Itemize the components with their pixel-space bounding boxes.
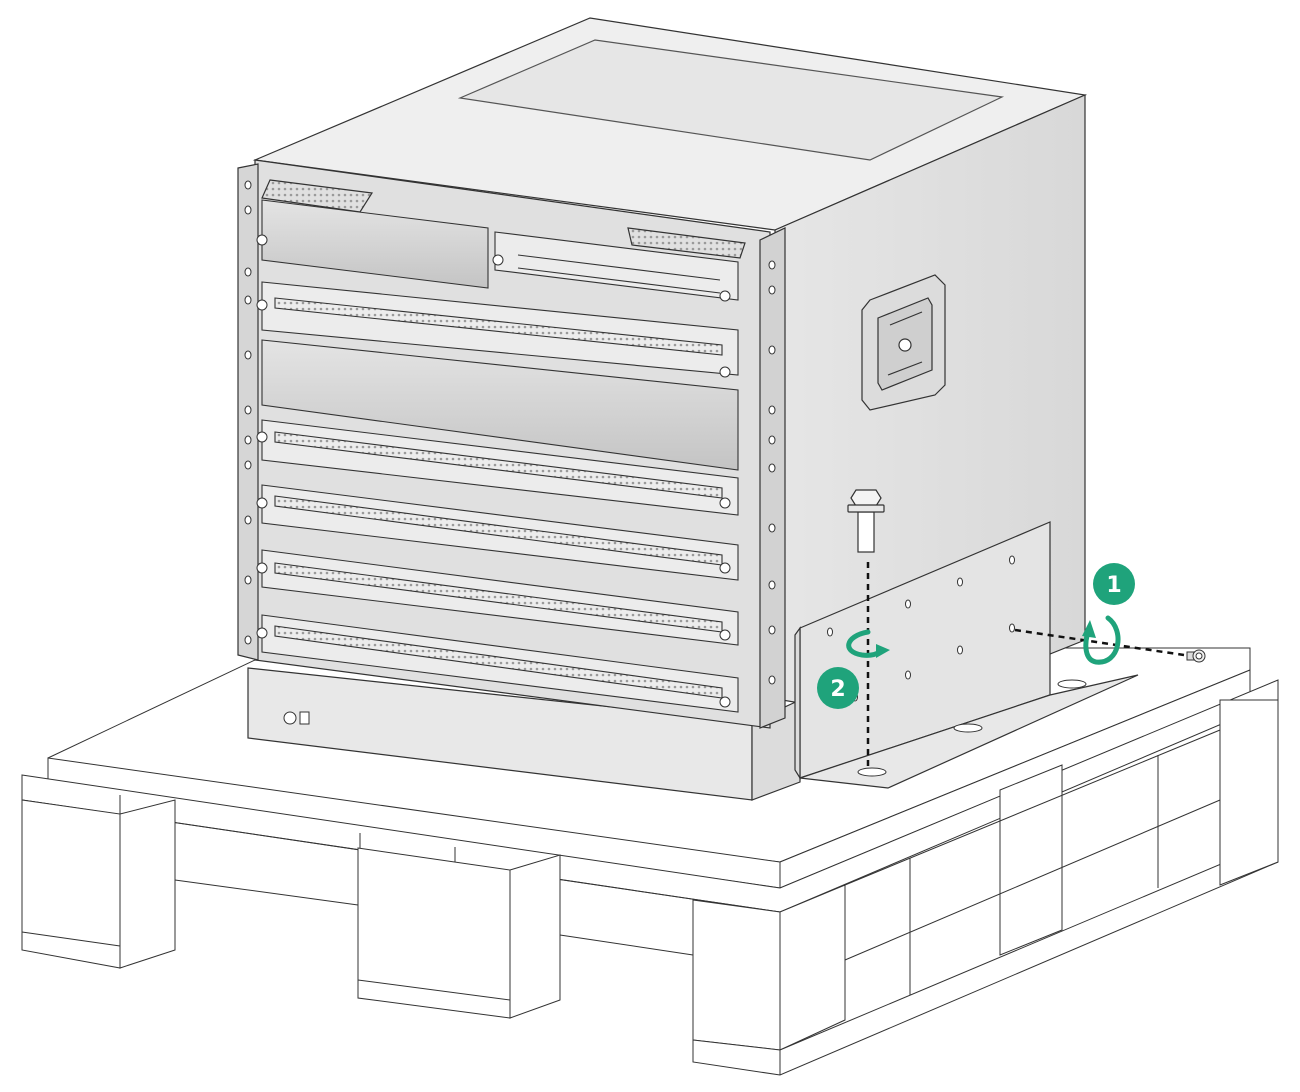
step-1-badge: 1	[1093, 563, 1135, 605]
step-1-label: 1	[1106, 573, 1121, 598]
rack-ear-holes	[244, 180, 776, 685]
card-slots	[261, 199, 739, 713]
side-handle	[861, 274, 946, 411]
bolt-icon	[847, 489, 885, 553]
switch-chassis	[237, 17, 1088, 801]
power-indicator-icon	[283, 711, 297, 725]
step-2-badge: 2	[817, 667, 859, 709]
pallet-block-center	[357, 847, 511, 1019]
rack-ear-right	[759, 227, 786, 729]
step-2-label: 2	[830, 677, 845, 702]
pallet-block-mid-right	[999, 764, 1063, 956]
chassis-top-panel	[457, 39, 1005, 161]
bracket-flange-left	[794, 626, 801, 781]
screw-icon	[1186, 649, 1206, 663]
mounting-bracket	[794, 521, 1139, 789]
line-card-2-vent	[274, 431, 723, 499]
rotate-arrow-icon-step-1	[1082, 615, 1121, 665]
captive-screws	[256, 234, 731, 708]
pallet-block-center-side	[509, 854, 561, 1019]
rotate-arrow-icon-step-2	[846, 629, 890, 658]
ground-label-icon	[299, 711, 310, 725]
pallet-block-left	[21, 799, 121, 969]
line-card-1-vent	[274, 297, 723, 356]
top-vent-right	[627, 227, 746, 259]
pallet-block-right	[1219, 699, 1279, 886]
empty-slot-middle	[261, 339, 739, 471]
pallet-block-left-side	[119, 799, 176, 969]
